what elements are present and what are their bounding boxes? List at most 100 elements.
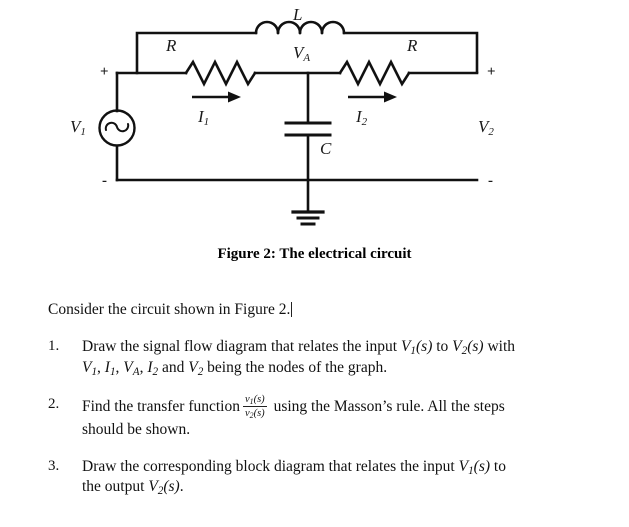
plus-sign-left: +: [100, 64, 109, 80]
task-3-text-b: to: [490, 457, 506, 475]
circuit-figure: L R R VA C V1 I1 I2 V2 + - + -: [0, 0, 629, 238]
capacitor-label: C: [320, 139, 332, 158]
wire-top-left: [135, 31, 258, 75]
body-text: Consider the circuit shown in Figure 2. …: [0, 300, 629, 514]
node-va-base: V: [123, 358, 133, 376]
task-1-node-i1: I1: [104, 358, 116, 378]
task-1-sep-1: ,: [97, 358, 105, 376]
fraction-numerator: v1(s): [242, 393, 267, 407]
circuit-schematic-svg: [98, 20, 479, 226]
resistor-right-zigzag: [338, 59, 411, 87]
ac-source-circle: [98, 109, 136, 147]
minus-sign-left: -: [102, 173, 107, 189]
task-1-sep-3: ,: [139, 358, 148, 376]
task-2-text-a: Find the transfer function: [82, 397, 240, 415]
node-i2-base: I: [147, 358, 153, 376]
source-label-text: V: [70, 117, 81, 136]
task-item-2: 2.Find the transfer function v1(s) v2(s)…: [0, 393, 590, 440]
task-1-v2-arg: (s): [467, 338, 484, 356]
task-3-v2-base: V: [148, 477, 158, 495]
task-1-v2-base: V: [452, 338, 462, 356]
task-3-v1-arg: (s): [473, 457, 491, 475]
source-label: V1: [70, 117, 86, 138]
fraction-denominator: v2(s): [243, 407, 267, 420]
task-3-v2-arg: (s): [163, 477, 180, 495]
figure-caption: Figure 2: The electrical circuit: [0, 246, 629, 263]
text-caret: [291, 302, 293, 317]
output-label: V2: [478, 117, 494, 138]
node-v2-base: V: [188, 358, 198, 376]
fraction-numerator-sub: 1: [249, 396, 254, 406]
task-3-text-a: Draw the corresponding block diagram tha…: [82, 457, 459, 475]
node-i2-sub: 2: [152, 365, 159, 378]
fraction-numerator-base: v: [244, 393, 250, 405]
current-left-sub: 1: [203, 116, 210, 128]
task-item-1: 1. Draw the signal flow diagram that rela…: [0, 337, 590, 377]
output-label-sub: 2: [488, 126, 494, 138]
task-1-node-va: VA: [123, 358, 140, 378]
current-right-text: I: [356, 107, 362, 126]
task-3-text-c: the output: [82, 477, 149, 495]
output-label-text: V: [478, 117, 489, 136]
current-arrow-i2: [348, 91, 397, 103]
task-marker-2: 2.: [48, 395, 60, 412]
node-a-label-text: V: [293, 43, 304, 62]
transfer-function-fraction: v1(s) v2(s): [242, 393, 267, 420]
plus-sign-right: +: [487, 64, 496, 80]
resistor-left-label: R: [166, 36, 177, 55]
task-3-v1-base: V: [458, 457, 469, 475]
task-1-text-a: Draw the signal flow diagram that relate…: [82, 338, 401, 356]
task-1-text-d: being the nodes of the graph.: [203, 358, 388, 376]
source-label-sub: 1: [80, 126, 86, 138]
fraction-denominator-base: v: [244, 407, 250, 419]
current-right-sub: 2: [361, 116, 368, 128]
fraction-denominator-sub: 2: [249, 410, 254, 420]
wire-top-right: [342, 31, 479, 74]
node-v1-sub: 1: [91, 365, 98, 378]
current-left-label: I1: [198, 107, 210, 128]
node-a-label-sub: A: [303, 52, 311, 64]
node-v1-base: V: [82, 358, 92, 376]
task-2-text-c: should be shown.: [82, 420, 191, 438]
task-3-v1-sub: 1: [468, 464, 474, 477]
node-v2-sub: 2: [197, 365, 204, 378]
fraction-denominator-arg: (s): [253, 407, 265, 419]
task-1-sep-2: ,: [115, 358, 124, 376]
task-1-text-c: with: [483, 338, 516, 356]
current-left-text: I: [198, 107, 204, 126]
node-i1-sub: 1: [109, 365, 116, 378]
node-va-sub: A: [132, 365, 140, 378]
inductor-coil-1: [254, 20, 280, 35]
task-1-v1: V1(s): [401, 338, 433, 358]
minus-sign-right: -: [488, 173, 493, 189]
ac-source-sine: [104, 121, 130, 133]
fraction-numerator-arg: (s): [253, 393, 265, 405]
task-item-3: 3. Draw the corresponding block diagram t…: [0, 457, 590, 497]
resistor-right-label: R: [407, 36, 418, 55]
inductor-coil-3: [298, 20, 324, 35]
task-marker-3: 3.: [48, 457, 60, 474]
task-1-v2-sub: 2: [461, 345, 468, 358]
task-3-v2-sub: 2: [157, 484, 164, 497]
task-3-v2: V2(s): [148, 477, 180, 497]
task-1-v1-sub: 1: [410, 345, 416, 358]
intro-paragraph[interactable]: Consider the circuit shown in Figure 2.: [48, 300, 588, 319]
task-1-text-b: to: [432, 338, 453, 356]
task-2-text-b: using the Masson’s rule. All the steps: [269, 397, 505, 415]
task-1-node-i2: I2: [147, 358, 159, 378]
current-arrow-i1: [192, 91, 241, 103]
task-1-node-v1: V1: [82, 358, 98, 378]
current-right-label: I2: [356, 107, 368, 128]
inductor-label: L: [293, 5, 303, 24]
inductor-coil-4: [320, 20, 346, 35]
task-1-v1-arg: (s): [416, 338, 433, 356]
task-list: 1. Draw the signal flow diagram that rela…: [0, 337, 629, 497]
node-i1-base: I: [104, 358, 110, 376]
node-a-label: VA: [293, 43, 311, 64]
task-1-and: and: [158, 358, 189, 376]
inductor-coil-2: [276, 20, 302, 35]
task-1-node-v2: V2: [188, 358, 204, 378]
intro-paragraph-text: Consider the circuit shown in Figure 2.: [48, 301, 291, 318]
task-marker-1: 1.: [48, 338, 60, 355]
